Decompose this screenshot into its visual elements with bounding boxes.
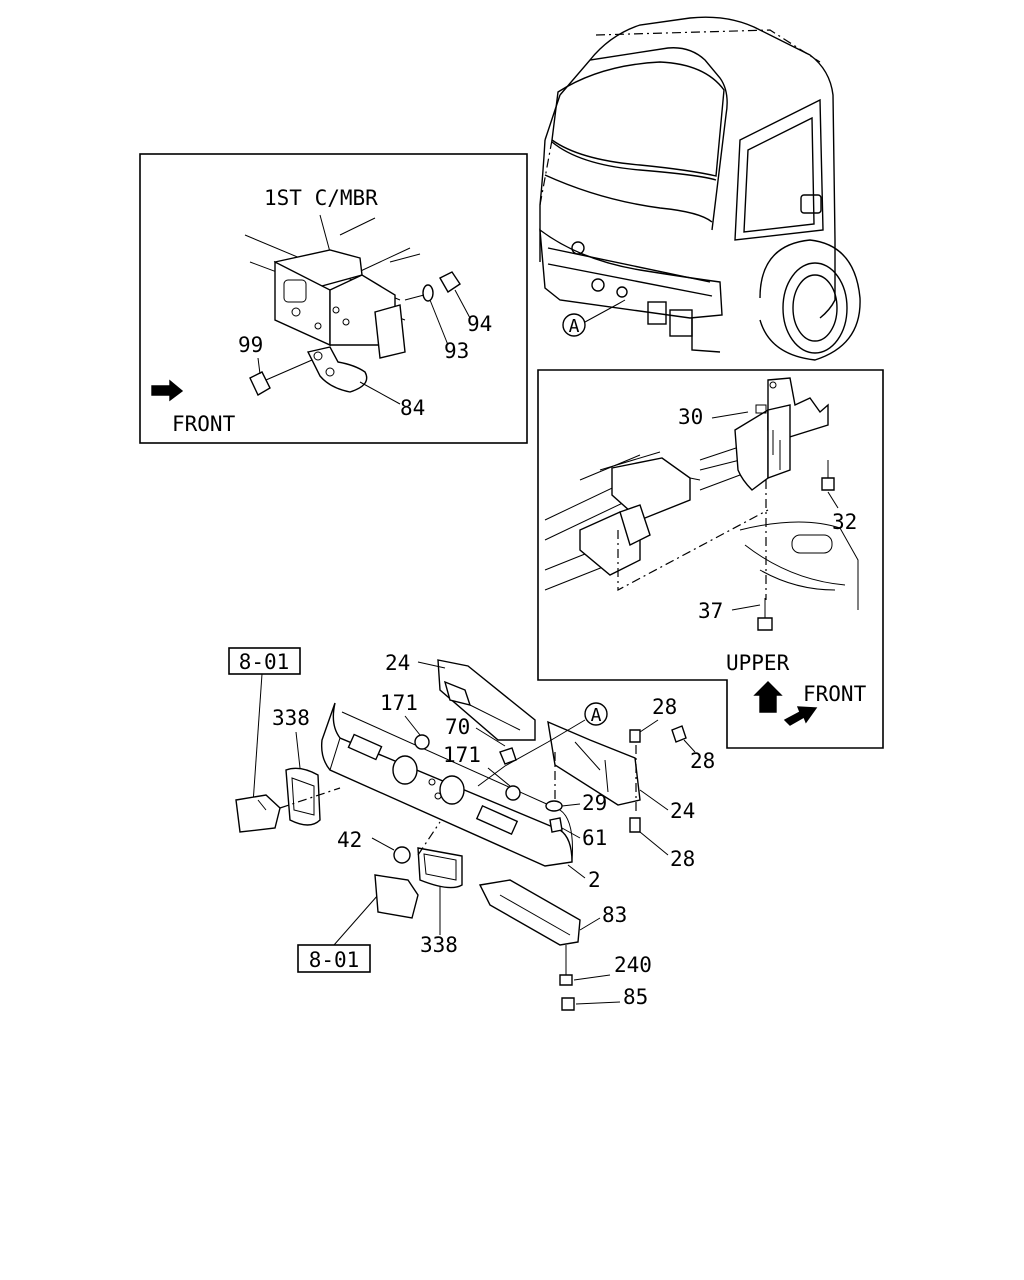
- ref-box-bottom: 8-01: [309, 948, 360, 972]
- front-label-right: FRONT: [803, 682, 867, 706]
- callout-171-top: 171: [380, 691, 418, 715]
- callout-84: 84: [400, 396, 425, 420]
- upper-label: UPPER: [726, 651, 790, 675]
- member-label: 1ST C/MBR: [264, 186, 378, 210]
- callout-29: 29: [582, 791, 607, 815]
- inset-bracket: 32 37 30 UPPER FRONT: [537, 369, 884, 749]
- callout-24-right: 24: [670, 799, 695, 823]
- callout-2: 2: [588, 868, 601, 892]
- callout-70: 70: [445, 715, 470, 739]
- callout-37: 37: [698, 599, 723, 623]
- svg-text:A: A: [569, 316, 580, 337]
- front-label-inset: FRONT: [172, 412, 236, 436]
- callout-28-bottom: 28: [670, 847, 695, 871]
- view-a-marker-top: A: [562, 299, 626, 337]
- svg-text:A: A: [591, 705, 602, 726]
- callout-42: 42: [337, 828, 362, 852]
- callout-61: 61: [582, 826, 607, 850]
- callout-28-right: 28: [690, 749, 715, 773]
- callout-338-top: 338: [272, 706, 310, 730]
- callout-338-bottom: 338: [420, 933, 458, 957]
- callout-94: 94: [467, 312, 492, 336]
- callout-30: 30: [678, 405, 703, 429]
- callout-99: 99: [238, 333, 263, 357]
- callout-240: 240: [614, 953, 652, 977]
- callout-32: 32: [832, 510, 857, 534]
- callout-83: 83: [602, 903, 627, 927]
- callout-93: 93: [444, 339, 469, 363]
- inset-tow-hook: 1ST C/MBR FRONT 94 93 99: [139, 153, 528, 444]
- callout-28-top: 28: [652, 695, 677, 719]
- bumper-assembly: 8-01 8-01: [228, 647, 715, 1011]
- callout-171-mid: 171: [443, 743, 481, 767]
- callout-24-top: 24: [385, 651, 410, 675]
- truck-cab-illustration: [539, 16, 861, 361]
- callout-85: 85: [623, 985, 648, 1009]
- ref-box-top: 8-01: [239, 650, 290, 674]
